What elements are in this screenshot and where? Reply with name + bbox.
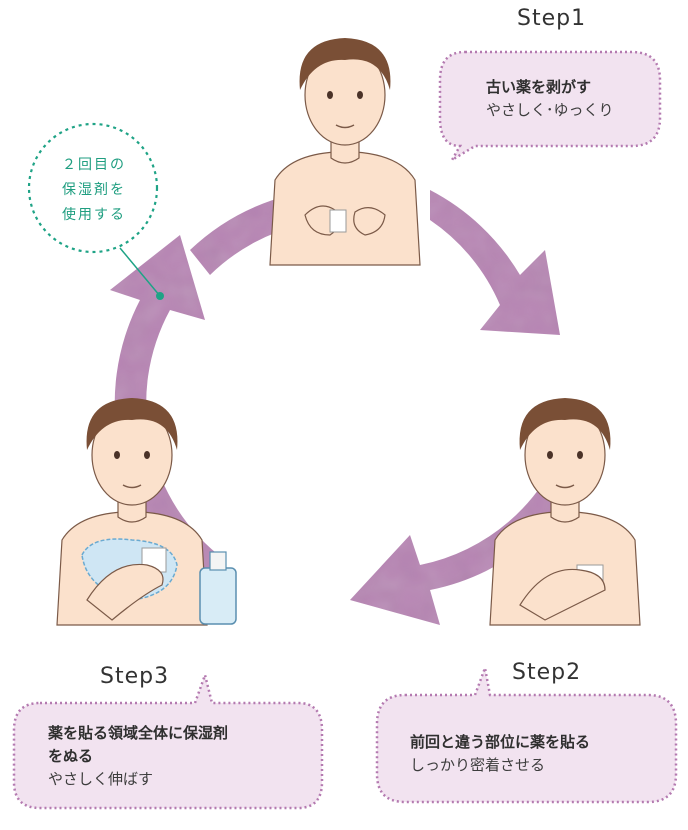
bubble-step2 <box>375 663 678 804</box>
arrow-step2-to-step3 <box>350 440 600 625</box>
step1-text: 古い薬を剥がす やさしく･ゆっくり <box>486 76 614 122</box>
step2-instruction: 前回と違う部位に薬を貼る <box>410 733 591 751</box>
step3-instruction-line1: 薬を貼る領域全体に保湿剤 <box>48 724 229 742</box>
figure-step2 <box>489 398 641 626</box>
bubble-step3 <box>12 670 324 810</box>
note-line-3: 使用する <box>62 207 126 223</box>
note-text: ２回目の 保湿剤を 使用する <box>40 153 148 228</box>
step3-detail: やさしく伸ばす <box>48 770 154 788</box>
figure-step3 <box>56 398 237 626</box>
step3-text: 薬を貼る領域全体に保湿剤 をぬる やさしく伸ばす <box>48 722 228 791</box>
step2-detail: しっかり密着させる <box>410 756 546 774</box>
step2-text: 前回と違う部位に薬を貼る しっかり密着させる <box>410 731 590 777</box>
second-moisturizer-note <box>27 122 164 300</box>
figure-step1 <box>269 38 421 266</box>
step1-detail: やさしく･ゆっくり <box>486 101 614 119</box>
arrow-step1-to-step2 <box>430 190 560 335</box>
step2-label: Step2 <box>512 660 582 685</box>
step1-instruction: 古い薬を剥がす <box>486 78 592 96</box>
step1-label: Step1 <box>517 6 587 31</box>
bubble-step1 <box>438 50 662 162</box>
step3-label: Step3 <box>100 664 170 689</box>
note-line-2: 保湿剤を <box>62 182 126 198</box>
note-line-1: ２回目の <box>62 157 126 173</box>
step3-instruction-line2: をぬる <box>48 747 94 765</box>
